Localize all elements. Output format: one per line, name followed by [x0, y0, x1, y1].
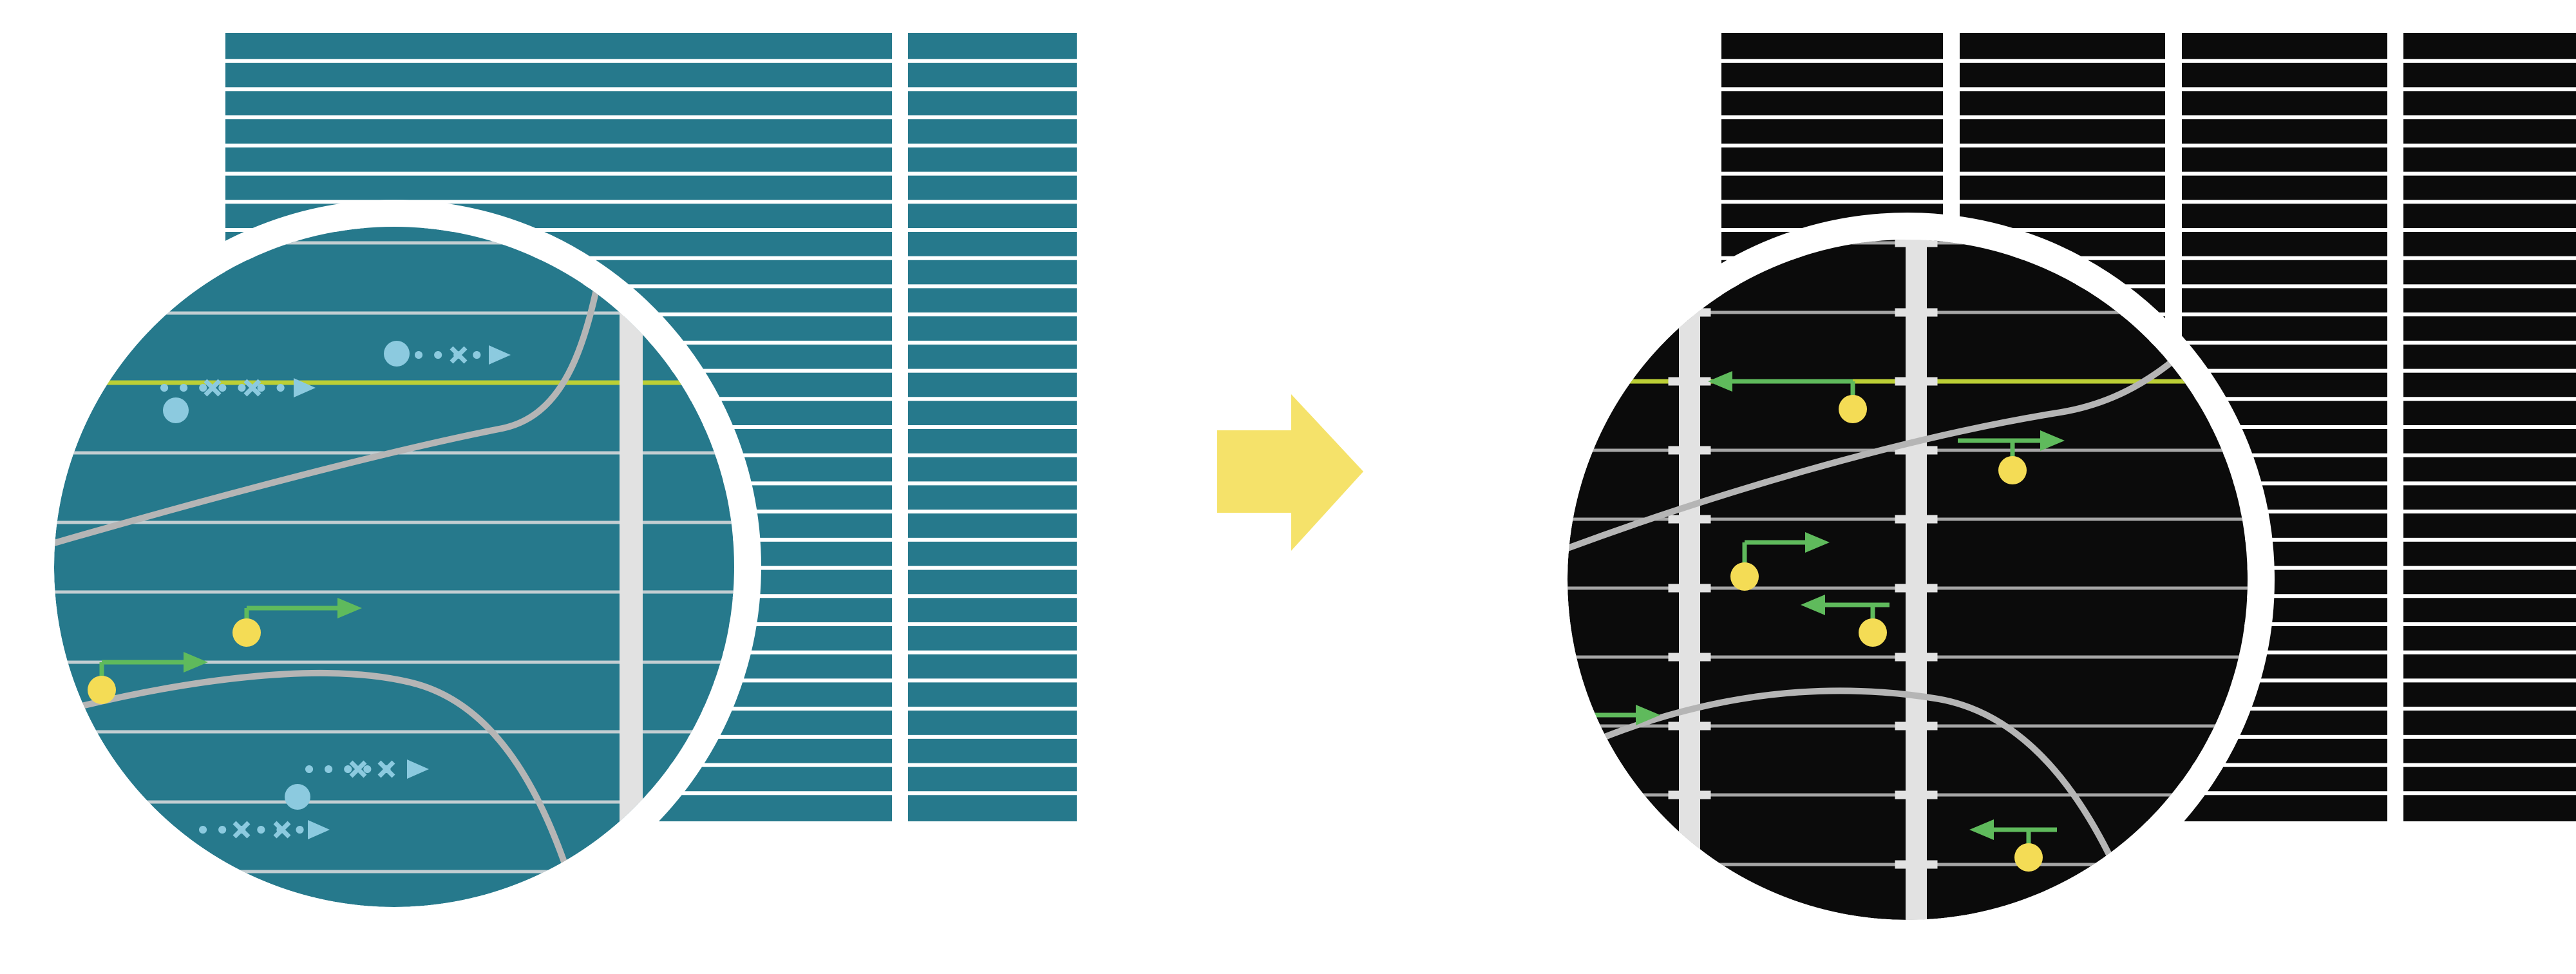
collected-carrier — [1801, 595, 1889, 647]
busbar-pad — [1668, 515, 1711, 524]
busbar-pad — [1895, 584, 1938, 593]
busbar-pad — [1895, 377, 1938, 386]
collected-carrier — [232, 598, 362, 647]
magnifier-bg — [54, 227, 734, 907]
electron-recombination-path — [384, 341, 511, 367]
busbar-pad — [1668, 240, 1711, 247]
collected-carrier — [1958, 430, 2065, 484]
carrier-arrowhead — [1636, 705, 1660, 725]
electron-arrowhead — [489, 345, 511, 365]
electron-dot — [163, 397, 189, 423]
collected-carrier — [1708, 371, 1867, 423]
collected-carrier — [1969, 819, 2057, 872]
transition-arrow — [1217, 394, 1363, 551]
carrier-arrowhead — [1805, 532, 1830, 553]
recombination-x — [232, 821, 251, 839]
carrier-arrowhead — [184, 652, 208, 673]
collected-carrier — [1730, 532, 1830, 591]
recombination-x — [349, 760, 367, 778]
busbar-pad — [1668, 721, 1711, 730]
magnifier-ring — [27, 200, 761, 934]
carrier-dot — [88, 676, 116, 704]
grain-boundary — [54, 670, 580, 902]
carrier-dot — [1998, 456, 2027, 484]
carrier-dot — [232, 618, 261, 647]
electron-recombination-path — [160, 378, 316, 423]
recombination-x — [243, 379, 261, 397]
recombination-x — [273, 821, 291, 839]
right-magnifier — [1567, 240, 2248, 920]
electron-dot — [285, 784, 310, 810]
electron-dot — [384, 341, 410, 367]
recombination-x — [377, 760, 395, 778]
busbar-pad — [1668, 790, 1711, 799]
carrier-dot — [1859, 618, 1887, 647]
recombination-x — [450, 346, 468, 364]
busbar-pad — [1895, 446, 1938, 455]
carrier-dot — [1839, 395, 1867, 423]
carrier-arrowhead — [1969, 819, 1994, 840]
carrier-arrowhead — [2040, 430, 2065, 451]
electron-arrowhead — [308, 820, 330, 839]
electron-arrowhead — [407, 759, 429, 779]
busbar-pad — [1668, 446, 1711, 455]
busbar — [620, 227, 643, 907]
busbar-pad — [1895, 240, 1938, 247]
busbar-pad — [1895, 860, 1938, 869]
busbar — [1906, 240, 1927, 920]
carrier-arrowhead — [1708, 371, 1732, 392]
electron-arrowhead — [294, 378, 316, 397]
busbar-pad — [1895, 790, 1938, 799]
busbar-pad — [1895, 308, 1938, 317]
busbar-pad — [1895, 515, 1938, 524]
carrier-arrowhead — [1801, 595, 1825, 615]
grain-boundary — [1567, 687, 2141, 920]
busbar-pad — [1895, 721, 1938, 730]
magnifier-ring — [1540, 213, 2275, 947]
electron-recombination-path — [285, 759, 429, 810]
busbar-pad — [1668, 653, 1711, 662]
grain-boundary — [54, 227, 615, 551]
busbar-pad — [1668, 377, 1711, 386]
carrier-arrowhead — [337, 598, 362, 618]
busbar-pad — [1895, 653, 1938, 662]
busbar-pad — [1668, 584, 1711, 593]
recombination-x — [204, 379, 222, 397]
carrier-dot — [1730, 562, 1759, 591]
collected-carrier — [88, 652, 208, 704]
carrier-dot — [2014, 843, 2043, 872]
busbar — [1679, 240, 1700, 920]
